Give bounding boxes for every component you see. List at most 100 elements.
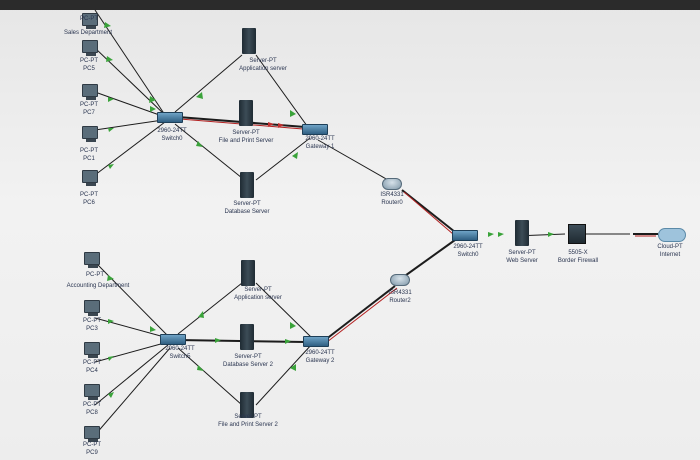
switch0-name-label: Switch0 [161,136,183,142]
link-pc8-switch1 [94,344,169,406]
link-down-indicators [268,122,284,128]
router0-name-label: Router0 [381,200,403,206]
link-switch1-file2 [177,347,243,406]
core-switch-model-label: 2960-24TT [453,244,483,250]
pc-icon[interactable] [84,300,100,316]
link-router0-core [401,189,456,233]
pc4-type-label: PC-PT [83,360,101,366]
server-db1-name-label: Database Server [224,209,270,215]
link-pc-acc-switch1 [94,261,169,337]
switch-icon[interactable] [157,112,183,123]
router2-name-label: Router2 [389,298,411,304]
server-db2-name-label: Database Server 2 [222,362,274,368]
cloud-name-label: Internet [659,252,681,258]
pc-icon[interactable] [82,84,98,100]
pc1-type-label: PC-PT [80,148,98,154]
pc-icon[interactable] [84,342,100,358]
firewall-model-label: 5505-X [568,250,588,256]
pc8-name-label: PC8 [86,410,98,416]
pc7-type-label: PC-PT [80,102,98,108]
pc6-type-label: PC-PT [80,192,98,198]
cloud-icon[interactable] [658,228,686,242]
server-db1-type-label: Server-PT [233,201,261,207]
switch-icon[interactable] [160,334,186,345]
link-pc4-switch1 [94,341,169,363]
link-pc1-switch0 [94,119,164,131]
cloud-type-label: Cloud-PT [657,244,683,250]
firewall-icon[interactable] [568,224,586,244]
core-switch-name-label: Switch0 [457,252,479,258]
pc-icon[interactable] [82,170,98,186]
link-gw1-router0 [317,139,389,181]
link-router2-gw2 [324,285,396,341]
window-top-edge [0,0,700,10]
pc7-name-label: PC7 [83,110,95,116]
link-db1-gw1 [255,137,311,181]
link-pc9-switch1 [94,347,171,436]
web-server-type-label: Server-PT [508,250,536,256]
switch-icon[interactable] [302,124,328,135]
pc9-name-label: PC9 [86,450,98,456]
link-switch0-db1 [174,123,243,179]
link-switch0-app1 [174,54,243,113]
link-app1-gw1 [255,54,311,131]
switch0-model-label: 2960-24TT [157,128,187,134]
pc-icon[interactable] [82,40,98,56]
pc-icon[interactable] [82,126,98,142]
link-switch1-app2 [177,282,243,335]
server-icon[interactable] [242,28,256,54]
link-pc6-switch0 [94,121,166,176]
server-app2-type-label: Server-PT [244,287,272,293]
router2-model-label: ISR4331 [388,290,412,296]
pc5-name-label: PC5 [83,66,95,72]
pc-icon[interactable] [84,384,100,400]
pc3-type-label: PC-PT [83,318,101,324]
link-pc3-switch1 [94,317,169,339]
server-file1-name-label: File and Print Server [218,138,274,144]
server-file1-type-label: Server-PT [232,130,260,136]
server-icon[interactable] [240,172,254,198]
pc-acc-type-label: PC-PT [86,272,104,278]
server-file2-type-label: Server-PT [234,414,262,420]
accounting-department-label: Accounting Department [66,283,130,289]
web-server-name-label: Web Server [506,258,538,264]
pc-icon[interactable] [84,426,100,442]
switch-icon[interactable] [303,336,329,347]
server-db2-type-label: Server-PT [234,354,262,360]
pc4-name-label: PC4 [86,368,98,374]
link-file2-gw2 [255,343,313,406]
server-file2-name-label: File and Print Server 2 [218,422,278,428]
server-app2-name-label: Application server [234,295,282,301]
gw2-name-label: Gateway 2 [305,358,335,364]
pc1-name-label: PC1 [83,156,95,162]
router0-model-label: ISR4331 [380,192,404,198]
server-icon[interactable] [240,392,254,418]
gw1-name-label: Gateway 1 [305,144,335,150]
gw1-model-label: 2960-24TT [305,136,335,142]
server-icon[interactable] [240,324,254,350]
switch-icon[interactable] [452,230,478,241]
server-icon[interactable] [239,100,253,126]
firewall-name-label: Border Firewall [557,258,599,264]
pc6-name-label: PC6 [83,200,95,206]
pc8-type-label: PC-PT [83,402,101,408]
pc-icon[interactable] [84,252,100,268]
switch1-model-label: 2960-24TT [165,346,195,352]
server-icon[interactable] [241,260,255,286]
switch1-name-label: Switch5 [169,354,191,360]
pc-icon[interactable] [82,13,98,29]
pc3-name-label: PC3 [86,326,98,332]
router-icon[interactable] [390,274,410,286]
server-app1-name-label: Application server [239,66,287,72]
link-up-indicators [104,22,554,398]
link-pc-sales-switch0 [94,9,166,116]
router-icon[interactable] [382,178,402,190]
gw2-model-label: 2960-24TT [305,350,335,356]
pc5-type-label: PC-PT [80,58,98,64]
pc9-type-label: PC-PT [83,442,101,448]
server-app1-type-label: Server-PT [249,58,277,64]
link-pc7-switch0 [94,91,166,118]
server-icon[interactable] [515,220,529,246]
sales-department-label: Sales Department [63,30,113,36]
